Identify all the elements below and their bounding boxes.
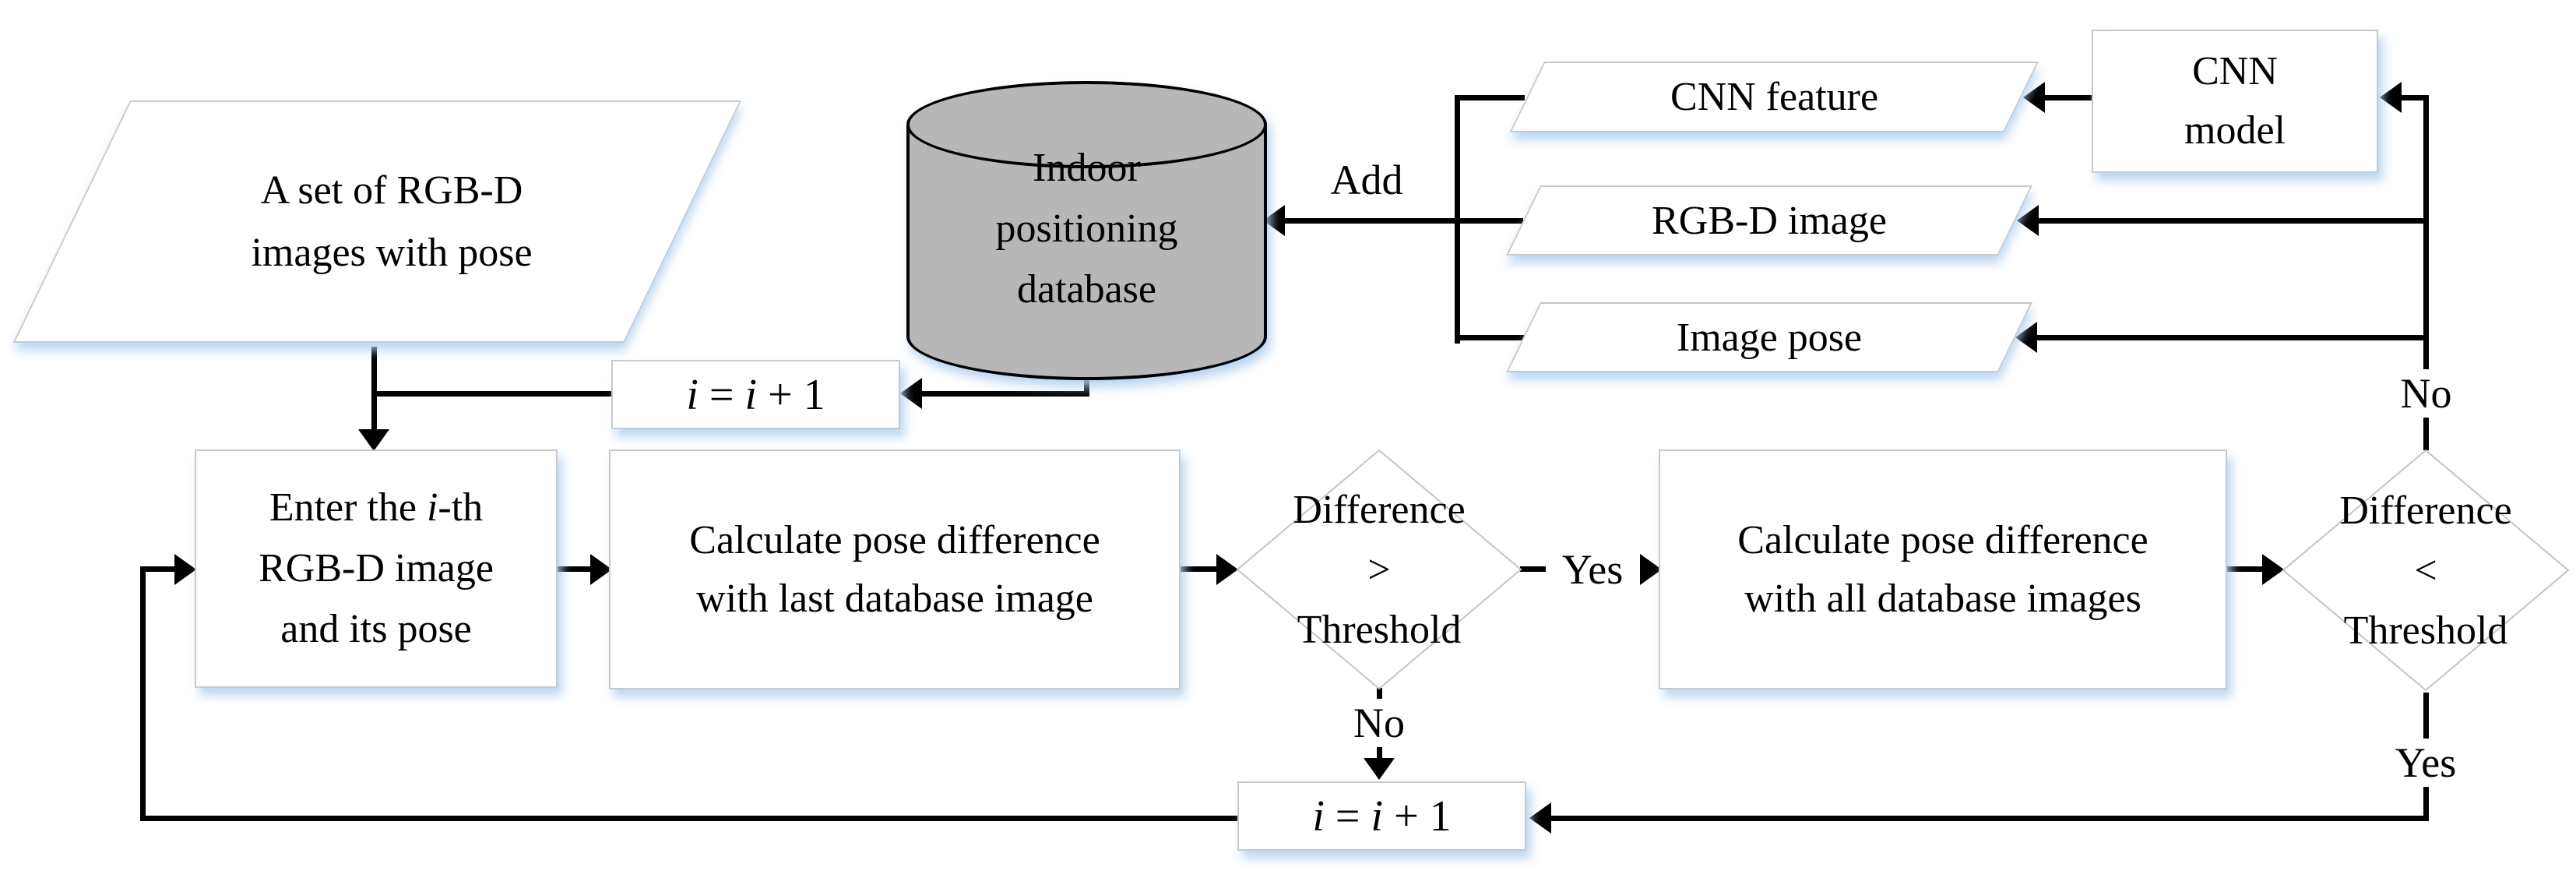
edge-calc-all-to-decision [2227, 566, 2264, 572]
arrowhead-into-enter-top [358, 429, 389, 451]
increment-bottom-expression: i = i + 1 [1312, 792, 1452, 841]
edge-decision-last-yes [1520, 566, 1546, 572]
node-increment-top-text: i = i + 1 [611, 360, 900, 429]
arrowhead-into-calc-all [1640, 554, 1662, 585]
node-cnn-model [2092, 30, 2378, 173]
arrowhead-into-increment-top [900, 378, 922, 409]
database-line2: positioning [995, 206, 1178, 251]
label-no-all: No [2381, 369, 2471, 418]
calc-last-line1: Calculate pose difference [689, 518, 1100, 562]
node-decision-all-text: Difference < Threshold [2281, 448, 2571, 693]
edge-input-down [371, 347, 377, 429]
bracket-bottom [1455, 335, 1525, 340]
decision-last-line1: Difference [1293, 487, 1466, 532]
database-top-ellipse [906, 81, 1267, 168]
edge-right-to-rgbd [2039, 218, 2429, 224]
input-line1: A set of RGB-D [260, 167, 523, 213]
edge-add [1285, 218, 1523, 224]
edge-right-vertical [2423, 95, 2429, 450]
node-calc-last-text: Calculate pose difference with last data… [609, 450, 1181, 689]
cnn-model-line1: CNN [2192, 49, 2278, 93]
calc-all-line1: Calculate pose difference [1737, 518, 2148, 562]
arrowhead-into-cnn-model [2380, 82, 2402, 113]
enter-line2: RGB-D image [259, 546, 494, 591]
decision-all-shape [2282, 449, 2570, 692]
calc-last-line2: with last database image [696, 576, 1093, 621]
arrowhead-into-rgbd-image [2017, 205, 2039, 236]
node-calc-all [1659, 450, 2227, 689]
node-database-cylinder: Indoor positioning database [906, 81, 1267, 380]
edge-right-to-model [2402, 95, 2429, 100]
node-calc-last [609, 450, 1181, 689]
decision-all-line2: < [2414, 548, 2437, 593]
node-decision-last-diamond [1236, 449, 1522, 690]
node-cnn-feature-text: CNN feature [1527, 62, 2022, 132]
edge-loop-left [140, 566, 146, 821]
arrowhead-into-increment-bottom-right [1529, 802, 1551, 834]
node-decision-all-diamond [2282, 449, 2570, 692]
edge-model-to-feature [2045, 95, 2092, 100]
cnn-feature-label: CNN feature [1670, 75, 1879, 119]
node-enter [195, 450, 558, 688]
label-yes-all: Yes [2377, 739, 2474, 787]
edge-database-down [1084, 377, 1089, 397]
bracket-vertical [1455, 95, 1460, 344]
node-input-text: A set of RGB-D images with pose [88, 100, 695, 343]
edge-bottom [1551, 816, 2429, 821]
decision-last-line3: Threshold [1297, 607, 1462, 652]
node-database-text: Indoor positioning database [906, 120, 1267, 338]
database-line1: Indoor [1033, 146, 1141, 190]
label-no-last: No [1334, 699, 1424, 747]
edge-enter-to-calc-last [558, 566, 590, 572]
increment-top-expression: i = i + 1 [686, 370, 825, 419]
arrowhead-into-decision-all [2262, 554, 2284, 585]
node-increment-bottom [1237, 781, 1526, 851]
arrowhead-into-calc-last [590, 554, 612, 585]
edge-calc-last-to-decision [1181, 566, 1216, 572]
node-increment-top [611, 360, 900, 429]
decision-all-line3: Threshold [2343, 608, 2508, 653]
decision-last-shape [1236, 449, 1522, 690]
arrowhead-into-cnn-feature [2023, 82, 2045, 113]
node-enter-text: Enter the i-th RGB-D image and its pose [195, 450, 558, 688]
arrowhead-into-decision-last [1216, 554, 1238, 585]
calc-all-line2: with all database images [1744, 576, 2141, 621]
edge-database-to-increment [922, 391, 1087, 397]
decision-last-line2: > [1367, 547, 1391, 592]
node-cnn-model-text: CNN model [2092, 30, 2378, 173]
database-line3: database [1016, 267, 1156, 312]
node-calc-all-text: Calculate pose difference with all datab… [1659, 450, 2227, 689]
arrowhead-into-enter-left [174, 554, 196, 585]
node-decision-last-text: Difference > Threshold [1235, 448, 1523, 691]
decision-all-line1: Difference [2339, 488, 2512, 533]
cnn-model-line2: model [2184, 108, 2286, 153]
label-yes-last: Yes [1561, 546, 1624, 593]
node-image-pose-text: Image pose [1523, 302, 2015, 372]
arrowhead-into-increment-bottom-top [1364, 758, 1395, 780]
edge-increment-top-left [374, 391, 611, 397]
node-increment-bottom-text: i = i + 1 [1237, 781, 1526, 851]
enter-line1: Enter the i-th [269, 485, 484, 530]
image-pose-label: Image pose [1676, 315, 1863, 360]
bracket-top [1455, 95, 1525, 100]
rgbd-image-label: RGB-D image [1652, 198, 1887, 243]
enter-line3: and its pose [280, 607, 472, 651]
node-rgbd-image-text: RGB-D image [1523, 185, 2015, 256]
label-add: Add [1330, 157, 1403, 203]
edge-right-to-pose [2037, 335, 2429, 340]
input-line2: images with pose [251, 230, 533, 275]
edge-loop-to-enter [143, 566, 174, 572]
edge-loop-bottom [143, 816, 1237, 821]
